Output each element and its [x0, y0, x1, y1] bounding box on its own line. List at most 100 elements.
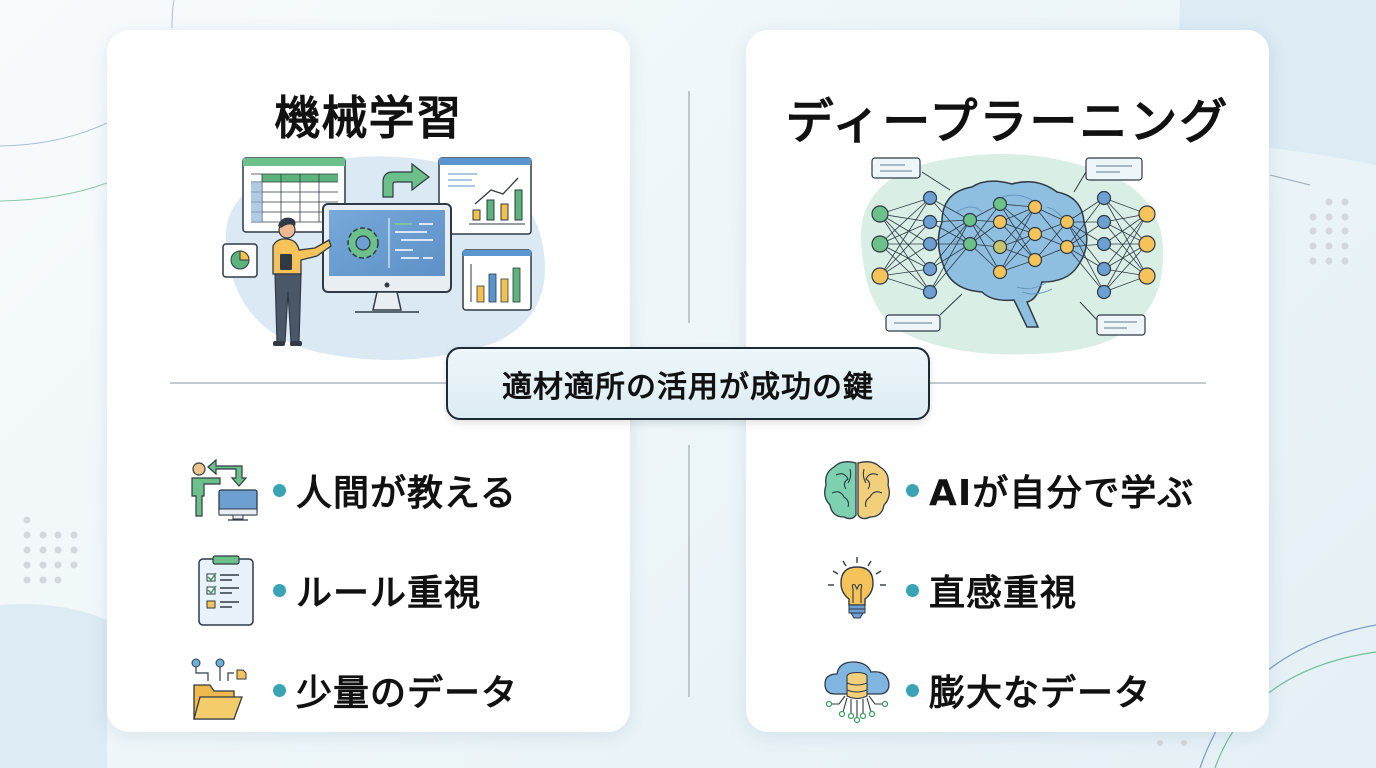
network-node	[1027, 226, 1043, 242]
center-divider-bottom	[688, 445, 690, 697]
bullet-dot	[906, 683, 919, 697]
monitor-illustration	[322, 203, 452, 313]
center-divider-top	[688, 91, 690, 323]
network-edge	[1103, 243, 1148, 277]
network-node	[1138, 267, 1156, 285]
network-edge	[879, 213, 931, 270]
ml-dashboard-illustration	[222, 156, 545, 360]
feature-item: AIが自分で学ぶ	[818, 440, 1194, 540]
pie-chart-bubble	[222, 243, 258, 278]
network-edge	[1066, 221, 1105, 293]
network-node	[922, 284, 938, 300]
key-message-badge: 適材適所の活用が成功の鍵	[446, 347, 930, 420]
bullet-dot	[906, 583, 919, 597]
network-node	[992, 196, 1008, 212]
network-node	[871, 267, 889, 285]
machine-learning-title: 機械学習	[274, 91, 463, 145]
brain-neural-network-illustration	[860, 154, 1164, 355]
feature-label: 膨大なデータ	[929, 673, 1152, 714]
network-edge	[879, 243, 931, 270]
network-nodes	[871, 190, 1156, 300]
small-data-folder-icon	[185, 651, 263, 729]
network-node	[922, 214, 938, 230]
network-edge	[999, 203, 1036, 235]
network-node	[922, 261, 938, 277]
network-node	[992, 264, 1008, 280]
network-edge	[1066, 221, 1105, 245]
feature-label: ルール重視	[296, 573, 482, 614]
network-edge	[1103, 197, 1148, 245]
growth-chart-window	[438, 157, 532, 235]
bullet-dot	[273, 583, 286, 597]
network-edge	[879, 275, 931, 293]
network-node	[1138, 205, 1156, 223]
network-edge	[999, 206, 1036, 248]
network-edges	[879, 197, 1148, 293]
network-node	[922, 236, 938, 252]
bar-chart-window	[462, 249, 532, 311]
network-edge	[969, 219, 1001, 273]
bg-arc	[0, 122, 108, 147]
network-edge	[1103, 213, 1148, 270]
network-edge	[1066, 197, 1105, 223]
feature-label: 少量のデータ	[296, 673, 519, 714]
network-edge	[1103, 197, 1148, 277]
feature-item: 人間が教える	[185, 440, 518, 540]
feature-item: ルール重視	[185, 540, 518, 640]
network-node	[1096, 190, 1112, 206]
bullet-dot	[273, 483, 286, 497]
feature-item: 膨大なデータ	[818, 640, 1194, 740]
network-edge	[969, 203, 1001, 245]
network-node	[871, 205, 889, 223]
key-message-text: 適材適所の活用が成功の鍵	[502, 369, 874, 405]
network-edge	[1103, 221, 1148, 277]
network-edge	[879, 221, 931, 245]
network-edge	[1034, 221, 1068, 261]
bg-wave-bottom-left	[0, 604, 107, 768]
network-edge	[879, 221, 931, 277]
person-teaching-computer-icon	[185, 451, 263, 529]
presenter-person	[272, 217, 332, 346]
network-node	[1027, 252, 1043, 268]
network-edge	[999, 203, 1036, 261]
deep-learning-title: ディープラーニング	[785, 94, 1230, 150]
network-edge	[999, 221, 1036, 261]
bg-arc	[0, 182, 108, 202]
network-node	[1059, 214, 1075, 230]
network-node	[1096, 236, 1112, 252]
feature-label: 直感重視	[929, 573, 1078, 614]
network-edge	[929, 219, 971, 270]
network-edge	[1103, 213, 1148, 293]
network-edge	[879, 213, 931, 245]
network-node	[1138, 235, 1156, 253]
bullet-dot	[273, 683, 286, 697]
dot-grid-left	[23, 516, 78, 584]
network-edge	[879, 243, 931, 293]
network-edge	[879, 213, 931, 293]
network-node	[871, 235, 889, 253]
network-edge	[999, 206, 1036, 273]
arrow-icon	[382, 162, 430, 198]
horizontal-divider-left	[170, 382, 446, 384]
network-edge	[879, 197, 931, 277]
network-edge	[999, 233, 1036, 273]
two-tone-brain-icon	[818, 451, 896, 529]
network-edge	[1103, 243, 1148, 293]
feature-item: 直感重視	[818, 540, 1194, 640]
network-edge	[879, 197, 931, 215]
checklist-clipboard-icon	[185, 551, 263, 629]
network-node	[992, 214, 1008, 230]
network-edge	[1066, 221, 1105, 248]
network-edge	[879, 197, 931, 245]
network-node	[1059, 239, 1075, 255]
bg-arc	[1269, 174, 1311, 186]
network-node	[1096, 284, 1112, 300]
network-node	[992, 239, 1008, 255]
network-node	[962, 236, 978, 252]
network-edge	[879, 243, 931, 277]
ml-feature-list: 人間が教える	[185, 440, 518, 740]
feature-label: AIが自分で学ぶ	[929, 473, 1195, 514]
network-node	[1096, 261, 1112, 277]
network-node	[1027, 199, 1043, 215]
bullet-dot	[906, 483, 919, 497]
